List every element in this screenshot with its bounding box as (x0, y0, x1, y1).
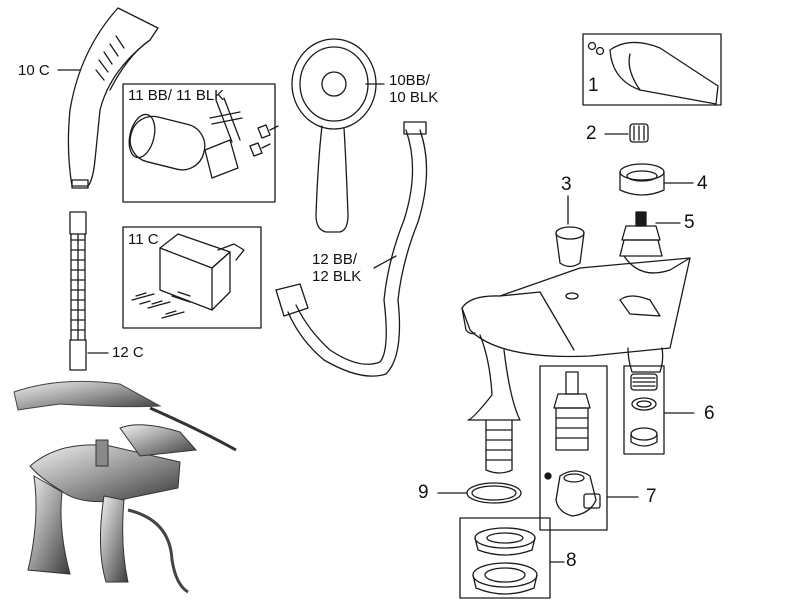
wall-bracket-11bb (128, 97, 279, 179)
basin-mixer-body (461, 255, 691, 474)
ring-part-4 (619, 163, 665, 196)
cartridge-part-5 (619, 211, 663, 257)
shower-head-10bb (291, 38, 377, 233)
box-part-1 (582, 33, 722, 106)
callout-12bb-line2: 12 BLK (312, 268, 362, 285)
nut-part-2 (629, 123, 649, 143)
hose-12c (69, 211, 87, 371)
waste-parts-8 (472, 527, 538, 595)
part-number-2: 2 (586, 123, 597, 144)
callout-10bb-line2: 10 BLK (389, 89, 439, 106)
part-number-7: 7 (646, 486, 657, 507)
box-part-8 (459, 517, 551, 599)
callout-12c: 12 C (112, 344, 144, 361)
part-number-6: 6 (704, 403, 715, 424)
part-number-3: 3 (561, 174, 572, 195)
part-number-4: 4 (697, 173, 708, 194)
handset-10c (67, 7, 159, 189)
part-number-9: 9 (418, 482, 429, 503)
box-part-7 (539, 365, 608, 531)
leader-12bb (373, 255, 397, 269)
part-number-1: 1 (588, 75, 599, 96)
cap-part-3 (555, 226, 585, 268)
callout-12bb-line1: 12 BB/ (312, 251, 358, 268)
callout-11c: 11 C (128, 231, 159, 248)
diverter-parts-7 (544, 371, 601, 517)
washer-part-9 (466, 482, 522, 504)
box-11c (122, 226, 262, 329)
box-11bb (122, 83, 276, 203)
part-number-5: 5 (684, 212, 695, 233)
wall-bracket-11c (131, 233, 245, 319)
callout-10bb-line1: 10BB/ (389, 72, 430, 89)
hose-12bb (275, 121, 428, 377)
callout-11bb: 11 BB/ 11 BLK (128, 87, 225, 104)
callout-10c: 10 C (18, 62, 50, 79)
part-number-8: 8 (566, 550, 577, 571)
thread-parts-6 (630, 373, 658, 447)
box-part-6 (623, 365, 665, 455)
product-photo (13, 380, 237, 594)
lever-handle (587, 41, 719, 105)
